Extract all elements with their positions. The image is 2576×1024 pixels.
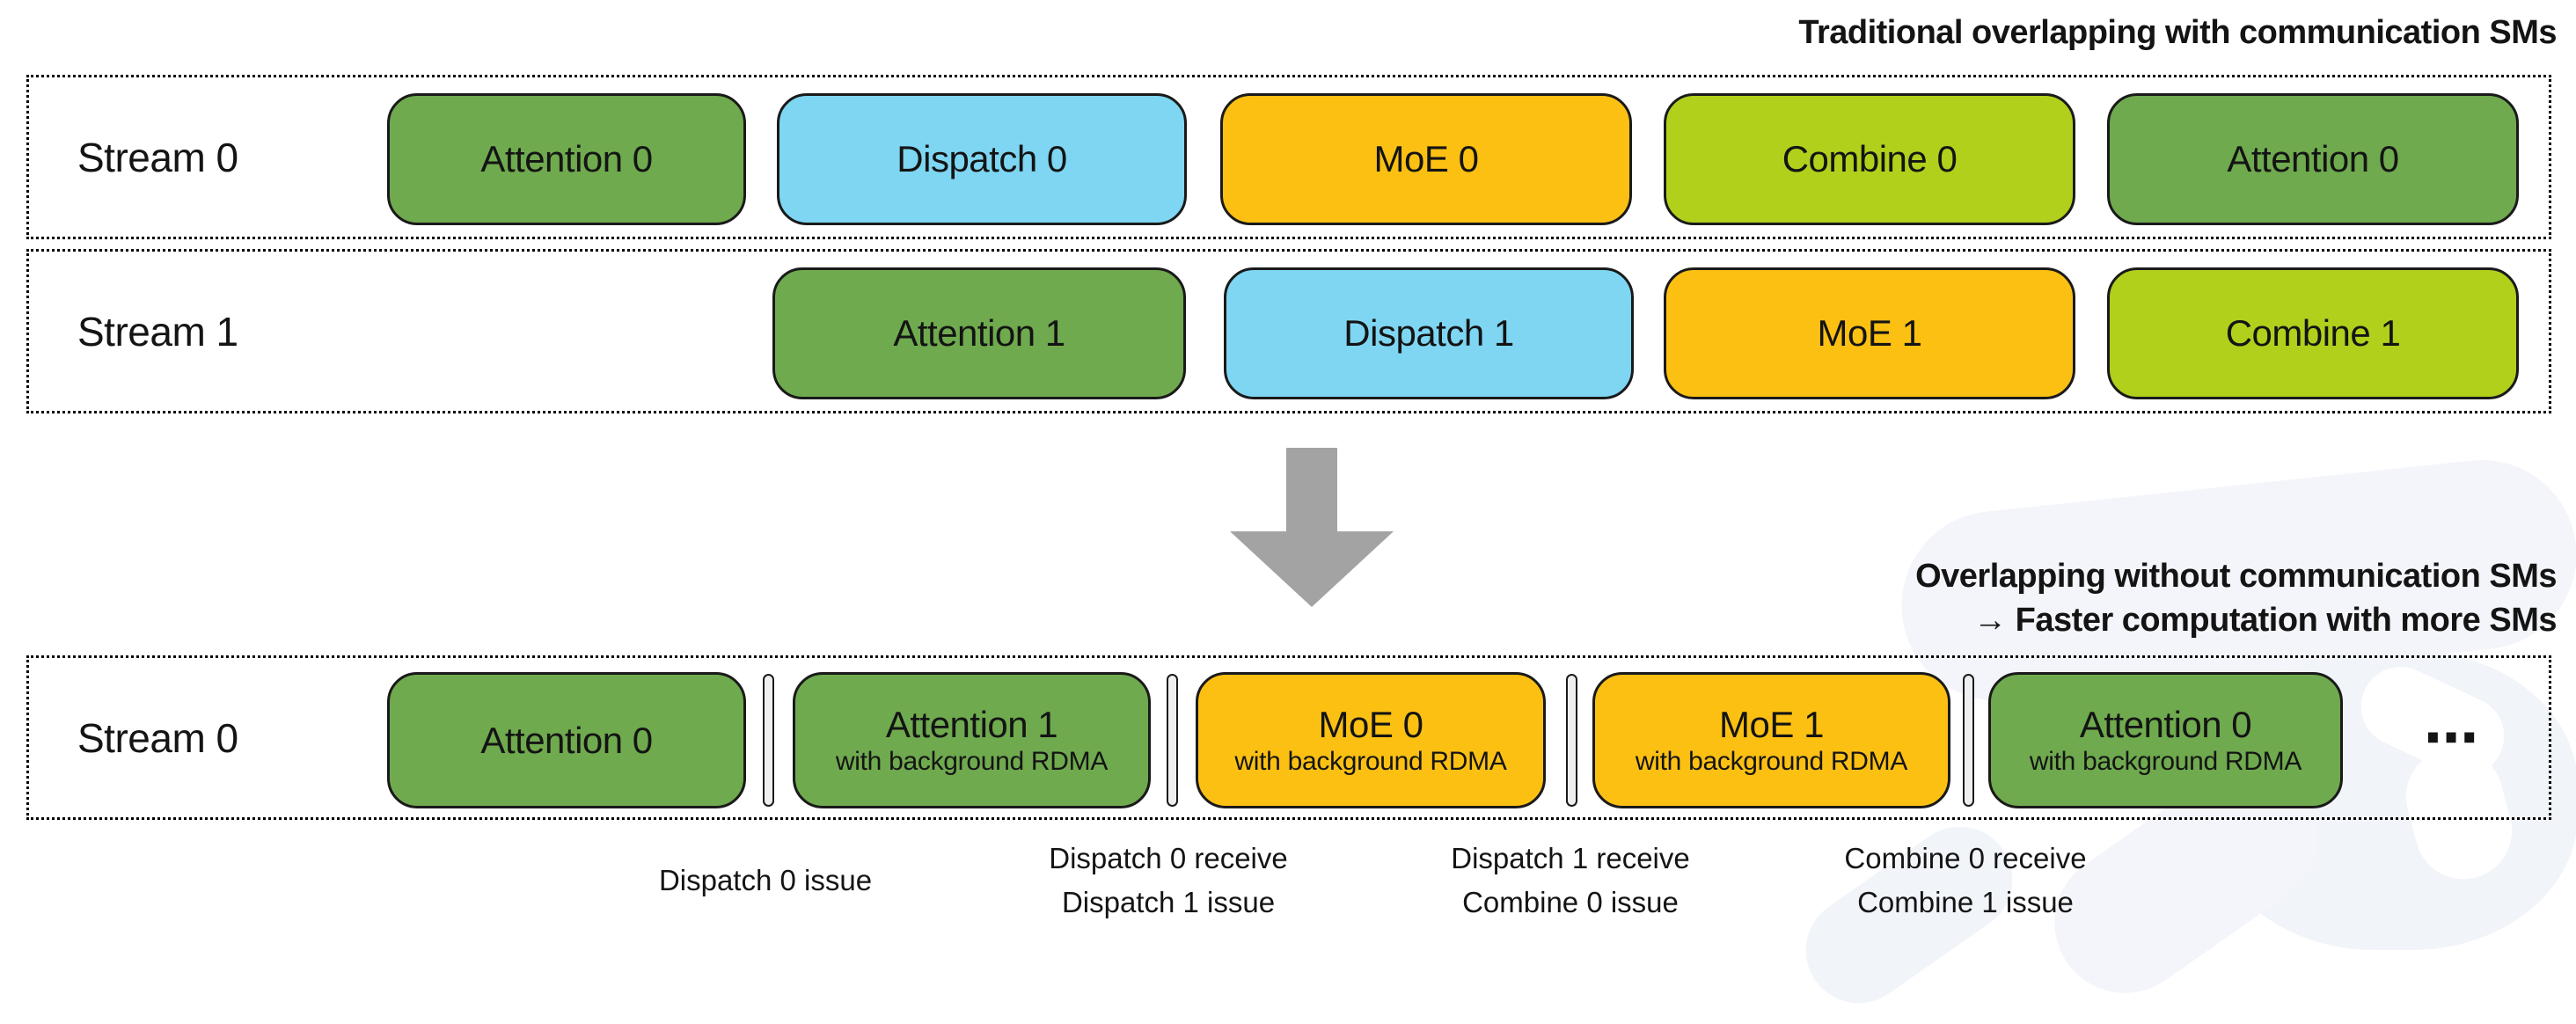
- block-dispatch-1: Dispatch 1: [1224, 267, 1634, 399]
- block-label: Combine 0: [1782, 138, 1958, 179]
- annotation-dispatch-1-receive: Dispatch 1 receive Combine 0 issue: [1451, 831, 1689, 930]
- block-attention-0-next: Attention 0: [2107, 93, 2519, 225]
- stream-separator: [1963, 674, 1974, 807]
- block-combine-0: Combine 0: [1664, 93, 2075, 225]
- block-label: Attention 1: [885, 703, 1058, 745]
- annotation-line: Dispatch 0 issue: [658, 864, 873, 896]
- block-label: MoE 1: [1817, 312, 1922, 354]
- block-label: Dispatch 0: [896, 138, 1067, 179]
- annotation-dispatch-0-receive: Dispatch 0 receive Dispatch 1 issue: [1049, 831, 1287, 930]
- stream-0-label: Stream 0: [77, 134, 238, 180]
- block-sublabel: with background RDMA: [1635, 746, 1908, 776]
- block-moe-1: MoE 1: [1664, 267, 2075, 399]
- title-overlapping: Overlapping without communication SMs → …: [1915, 554, 2557, 642]
- stream-separator: [1566, 674, 1577, 807]
- block-attention-1-rdma: Attention 1 with background RDMA: [793, 672, 1151, 808]
- block-moe-1-rdma: MoE 1 with background RDMA: [1592, 672, 1950, 808]
- annotation-line: Combine 1 issue: [1857, 886, 2074, 918]
- block-attention-0: Attention 0: [387, 672, 746, 808]
- block-sublabel: with background RDMA: [2029, 746, 2302, 776]
- block-label: Dispatch 1: [1343, 312, 1514, 354]
- stream-0-box: Stream 0 Attention 0 Dispatch 0 MoE 0 Co…: [26, 75, 2551, 239]
- annotation-line: Combine 0 receive: [1844, 842, 2087, 874]
- annotation-dispatch-0-issue: Dispatch 0 issue: [659, 831, 872, 930]
- block-attention-1: Attention 1: [772, 267, 1186, 399]
- title-overlapping-line2: → Faster computation with more SMs: [1973, 602, 2557, 639]
- block-label: Combine 1: [2225, 312, 2401, 354]
- fused-stream-0-box: Stream 0 Attention 0 Attention 1 with ba…: [26, 655, 2551, 820]
- title-overlapping-line1: Overlapping without communication SMs: [1915, 558, 2557, 595]
- block-combine-1: Combine 1: [2107, 267, 2519, 399]
- annotation-combine-0-receive: Combine 0 receive Combine 1 issue: [1844, 831, 2086, 930]
- down-arrow-icon: [1286, 448, 1337, 533]
- block-sublabel: with background RDMA: [1234, 746, 1507, 776]
- diagram-canvas: Traditional overlapping with communicati…: [26, 14, 2576, 1024]
- block-label: MoE 0: [1318, 703, 1423, 745]
- stream-1-box: Stream 1 Attention 1 Dispatch 1 MoE 1 Co…: [26, 249, 2551, 413]
- annotation-line: Dispatch 0 receive: [1049, 842, 1288, 874]
- stream-1-label: Stream 1: [77, 308, 238, 355]
- block-moe-0: MoE 0: [1220, 93, 1632, 225]
- block-moe-0-rdma: MoE 0 with background RDMA: [1196, 672, 1546, 808]
- fused-stream-0-label: Stream 0: [77, 714, 238, 761]
- block-label: MoE 0: [1373, 138, 1479, 179]
- block-dispatch-0: Dispatch 0: [777, 93, 1187, 225]
- block-label: Attention 0: [480, 138, 653, 179]
- block-label: Attention 1: [893, 312, 1065, 354]
- title-traditional: Traditional overlapping with communicati…: [1798, 14, 2557, 51]
- ellipsis: ⋯: [2424, 708, 2482, 769]
- block-sublabel: with background RDMA: [835, 746, 1109, 776]
- block-label: MoE 1: [1719, 703, 1824, 745]
- annotation-line: Combine 0 issue: [1462, 886, 1679, 918]
- stream-separator: [763, 674, 774, 807]
- stream-separator: [1167, 674, 1178, 807]
- block-label: Attention 0: [2227, 138, 2399, 179]
- annotation-line: Dispatch 1 issue: [1061, 886, 1276, 918]
- block-attention-0-next-rdma: Attention 0 with background RDMA: [1988, 672, 2343, 808]
- block-label: Attention 0: [2079, 703, 2252, 745]
- block-label: Attention 0: [480, 719, 653, 761]
- down-arrow-icon: [1230, 531, 1394, 607]
- annotation-line: Dispatch 1 receive: [1451, 842, 1690, 874]
- block-attention-0: Attention 0: [387, 93, 746, 225]
